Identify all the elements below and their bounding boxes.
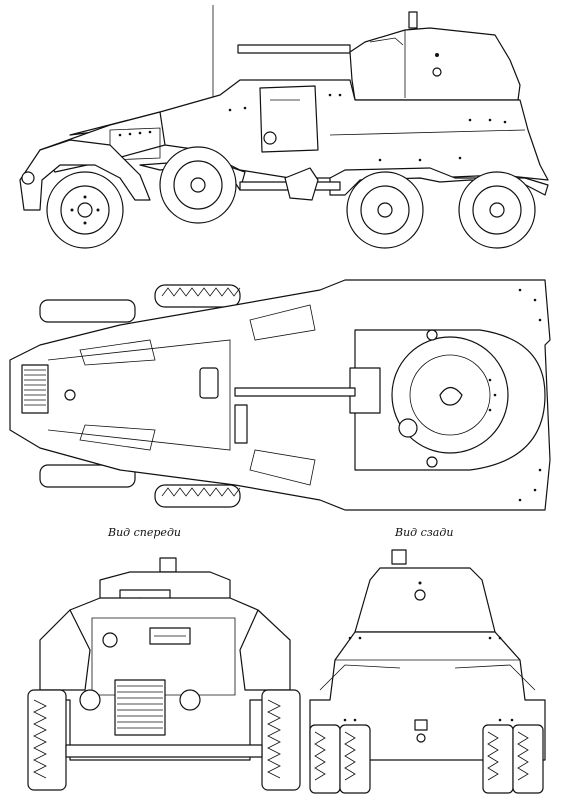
side-wheel-front [46, 171, 124, 249]
front-tyre-left [27, 689, 67, 791]
caption-front-view: Вид спереди [108, 526, 181, 539]
side-wheel-rear-2 [458, 171, 536, 249]
side-turret [349, 27, 521, 101]
top-gun [234, 387, 356, 397]
rear-tyres-left [309, 724, 371, 794]
front-radiator [114, 679, 166, 736]
front-headlight-left [79, 689, 101, 711]
side-gun [237, 44, 351, 54]
front-tyre-right [261, 689, 301, 791]
side-wheel-middle [159, 146, 237, 224]
rear-tyres-right [482, 724, 544, 794]
side-wheel-rear-1 [346, 171, 424, 249]
front-headlight-right [179, 689, 201, 711]
caption-rear-view: Вид сзади [395, 526, 454, 539]
rear-turret [354, 567, 496, 633]
top-spare-tyre-lower [154, 484, 241, 508]
top-spare-tyre-upper [154, 284, 241, 308]
